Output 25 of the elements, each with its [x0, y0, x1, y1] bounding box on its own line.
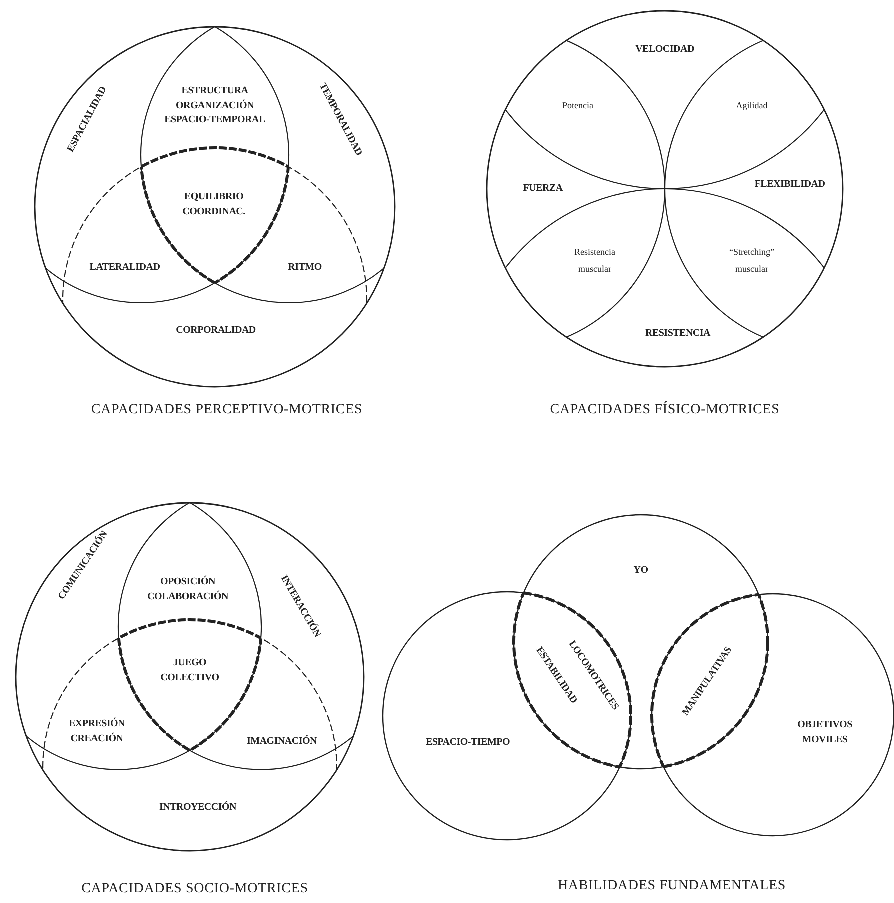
region-label: Potencia [562, 99, 594, 112]
region-label: CORPORALIDAD [175, 324, 257, 338]
region-label: RESISTENCIA [644, 326, 712, 341]
region-label: JUEGO COLECTIVO [160, 656, 220, 685]
region-label: Agilidad [735, 99, 769, 112]
region-label: ESTRUCTURA ORGANIZACIÓN ESPACIO-TEMPORAL [164, 84, 266, 128]
region-label: LATERALIDAD [88, 260, 162, 275]
region-label: INTROYECCIÓN [158, 800, 238, 815]
region-label: FUERZA [522, 182, 564, 196]
region-label: IMAGINACIÓN [246, 734, 318, 749]
region-label: EQUILIBRIO COORDINAC. [182, 190, 246, 219]
diagram-caption: CAPACIDADES SOCIO-MOTRICES [80, 880, 310, 898]
region-label: OPOSICIÓN COLABORACIÓN [146, 576, 230, 604]
region-label: EXPRESIÓN CREACIÓN [68, 718, 126, 746]
diagram-caption: CAPACIDADES PERCEPTIVO-MOTRICES [90, 402, 364, 420]
region-label: VELOCIDAD [634, 42, 696, 57]
region-label: OBJETIVOS MOVILES [796, 718, 854, 747]
region-label: “Stretching” muscular [728, 246, 776, 276]
diagram-caption: HABILIDADES FUNDAMENTALES [556, 878, 788, 896]
region-label: Resistencia muscular [574, 246, 616, 276]
diagram-caption: CAPACIDADES FÍSICO-MOTRICES [549, 400, 781, 420]
region-label: YO [632, 564, 650, 578]
region-label: RITMO [287, 260, 323, 275]
region-label: ESPACIO-TIEMPO [424, 736, 512, 750]
region-label: FLEXIBILIDAD [754, 178, 826, 192]
